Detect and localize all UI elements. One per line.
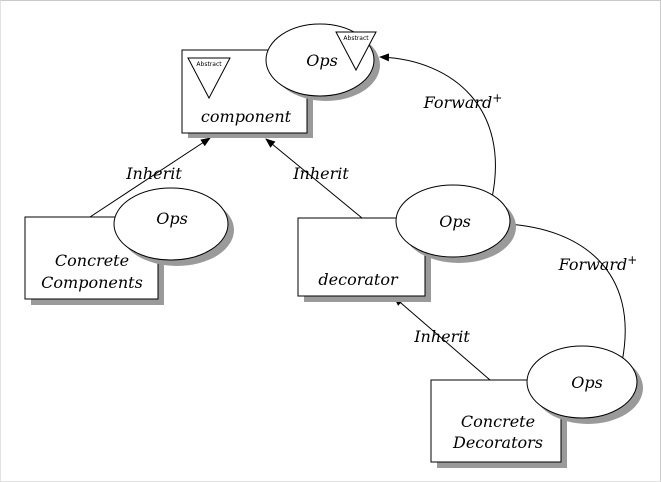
inherit-label-decorators: Inherit: [413, 327, 470, 346]
forward-label-decorators: Forward+: [558, 253, 638, 274]
decorator-ops-ellipse: [395, 184, 511, 258]
component-label: component: [201, 107, 292, 126]
inherit-edge-decorators: [393, 296, 491, 381]
inherit-label-components: Inherit: [125, 164, 182, 183]
forward-edge-decorators: [505, 220, 626, 363]
concrete-components-line1: Concrete: [55, 251, 129, 270]
concrete-components-node: Concrete Components Ops: [24, 187, 234, 305]
inherit-edge-components: [89, 137, 211, 218]
component-node: component Abstract Ops Abstract: [181, 23, 380, 138]
concrete-decorators-ops-ellipse: [526, 345, 638, 419]
decorator-ops-label: Ops: [439, 212, 471, 231]
concrete-decorators-line2: Decorators: [452, 433, 543, 452]
concrete-components-line2: Components: [41, 273, 143, 292]
concrete-decorators-line1: Concrete: [461, 412, 535, 431]
abstract-label: Abstract: [196, 61, 222, 68]
inherit-label-decorator: Inherit: [292, 164, 349, 183]
component-ops-label: Ops: [306, 51, 338, 70]
decorator-label: decorator: [318, 270, 399, 289]
decorator-node: decorator Ops: [297, 184, 516, 302]
forward-label-decorator: Forward+: [423, 91, 503, 112]
inherit-edge-decorator: [265, 138, 363, 219]
abstract-label-ops: Abstract: [343, 35, 369, 42]
concrete-components-ops-label: Ops: [156, 209, 188, 228]
forward-edge-decorator: [379, 53, 496, 199]
concrete-decorators-ops-label: Ops: [571, 373, 603, 392]
abstract-triangle-icon: [187, 57, 231, 100]
edges: [89, 53, 626, 381]
abstract-triangle-icon-ops: [335, 31, 377, 72]
edge-labels: Inherit Inherit Inherit Forward+ Forward…: [125, 91, 637, 346]
concrete-components-ops-ellipse: [113, 187, 229, 261]
concrete-decorators-node: Concrete Decorators Ops: [430, 345, 643, 468]
